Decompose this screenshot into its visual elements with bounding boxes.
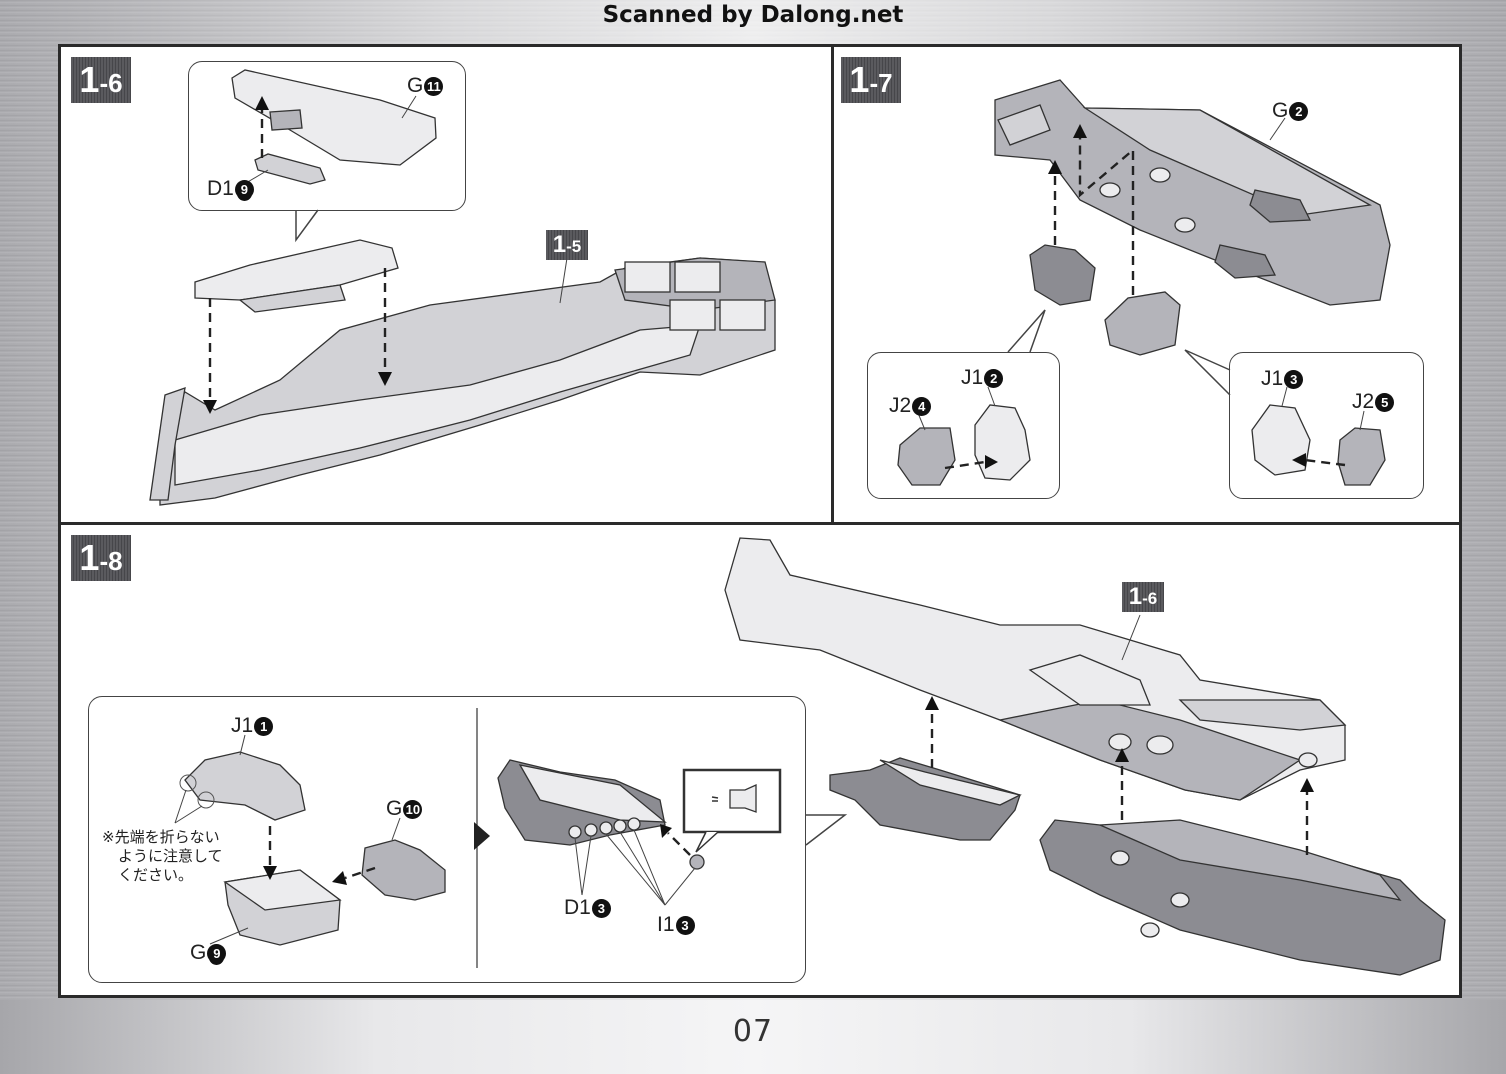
part-letter: J1 — [231, 714, 254, 737]
callout-step-1-6 — [188, 61, 466, 211]
step-number: 1 — [79, 59, 100, 100]
ref-sub-number: -5 — [566, 237, 582, 256]
step-1-7-illustration — [897, 79, 1391, 486]
ref-badge-1-5: 1-5 — [546, 230, 588, 260]
part-number-circle: 3 — [1284, 369, 1304, 389]
note-line: ように注意して — [118, 847, 223, 865]
part-letter: G — [190, 941, 207, 964]
note-line: ください。 — [118, 866, 194, 884]
part-j1-3-assembled — [1104, 291, 1181, 356]
step-badge-1-8: 1-8 — [71, 535, 131, 581]
part-letter: J1 — [961, 366, 984, 389]
part-i1-3 — [689, 854, 705, 870]
part-j1-2-assembled — [1029, 244, 1096, 306]
step-1-8-illustration — [174, 537, 1446, 976]
part-letter: G — [386, 797, 403, 820]
page-number: 07 — [732, 1014, 774, 1049]
part-letter: J2 — [1352, 390, 1375, 413]
step-badge-1-6: 1-6 — [71, 57, 131, 103]
ref-badge-1-6: 1-6 — [1122, 582, 1164, 612]
caution-note: ※先端を折らない ように注意して ください。 — [102, 828, 223, 885]
assembled-engine-block — [829, 757, 1021, 841]
part-number-circle: 11 — [424, 76, 444, 96]
part-letter: G — [407, 74, 424, 97]
footer-band — [0, 1000, 1506, 1074]
horizontal-divider — [61, 522, 1459, 525]
part-j2-5 — [1337, 427, 1386, 486]
part-number-circle: 9 — [234, 179, 254, 199]
part-number-circle: 2 — [984, 368, 1004, 388]
step-number: 1 — [79, 537, 100, 578]
ref-sub-number: -6 — [1142, 589, 1158, 608]
part-number-circle: 3 — [591, 898, 611, 918]
part-letter: J1 — [1261, 367, 1284, 390]
part-number-circle: 1 — [254, 716, 274, 736]
step-sub-number: -6 — [99, 68, 123, 98]
step-badge-1-7: 1-7 — [841, 57, 901, 103]
part-letter: I1 — [657, 913, 675, 936]
part-j1-3 — [1251, 404, 1311, 476]
part-number-circle: 3 — [675, 915, 695, 935]
step-sub-number: -7 — [869, 68, 893, 98]
part-j1-1 — [184, 751, 306, 821]
callout-step-1-8-subassembly — [88, 696, 806, 983]
part-number-circle: 9 — [207, 943, 227, 963]
ref-number: 1 — [1128, 583, 1143, 610]
part-letter: D1 — [564, 896, 591, 919]
callout-j1-3-j2-5 — [1229, 352, 1424, 499]
callout-j1-2-j2-4 — [867, 352, 1060, 499]
part-number-circle: 4 — [912, 396, 932, 416]
step-sub-number: -8 — [99, 546, 123, 576]
ref-number: 1 — [552, 231, 567, 258]
step-1-6-illustration — [149, 69, 776, 506]
part-number-circle: 5 — [1375, 392, 1395, 412]
part-letter: J2 — [889, 394, 912, 417]
note-line: ※先端を折らない — [102, 828, 220, 846]
scan-watermark: Scanned by Dalong.net — [602, 2, 904, 28]
part-number-circle: 2 — [1289, 101, 1309, 121]
part-j2-4 — [897, 427, 956, 486]
part-number-circle: 10 — [403, 799, 423, 819]
step-number: 1 — [849, 59, 870, 100]
part-letter: D1 — [207, 177, 234, 200]
vertical-divider — [831, 47, 834, 523]
part-letter: G — [1272, 99, 1289, 122]
part-g10 — [361, 839, 446, 901]
